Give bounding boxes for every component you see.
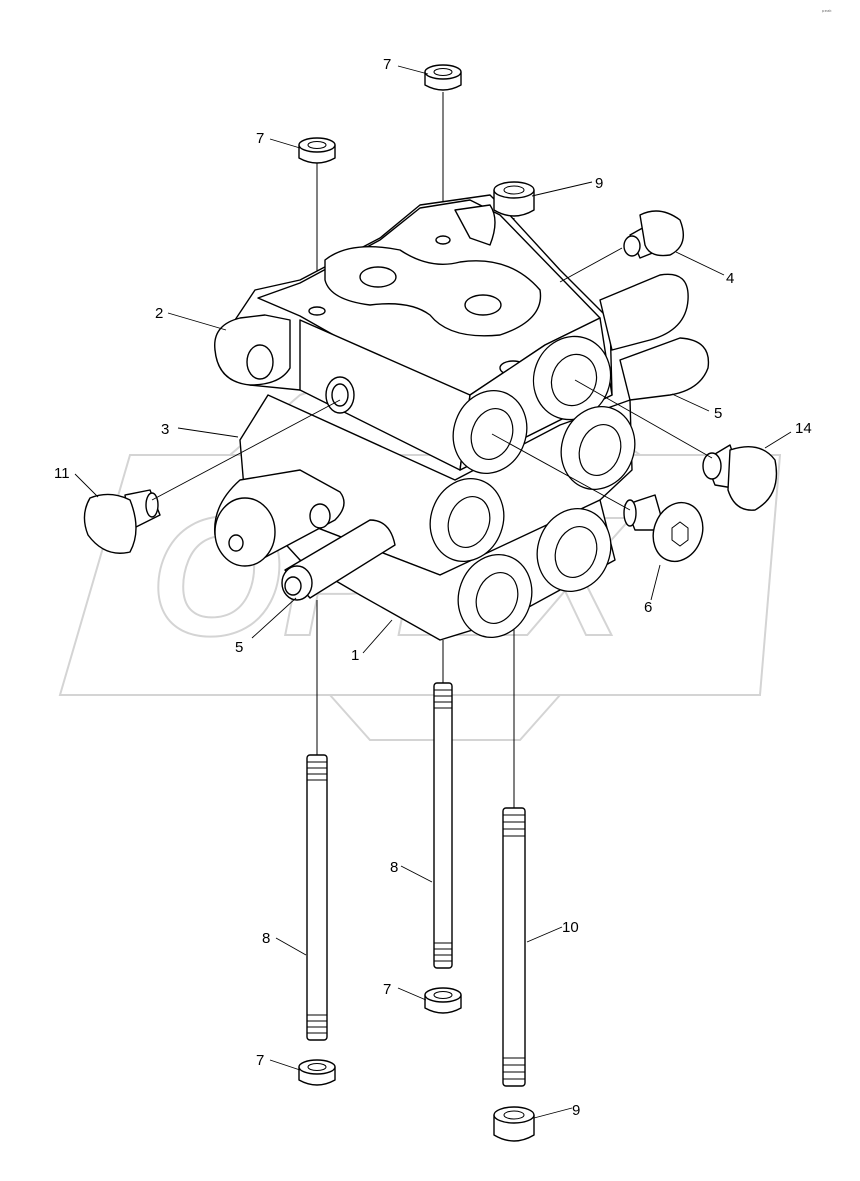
nut-9-top [493, 181, 535, 217]
cap-part-11 [83, 489, 161, 554]
label-14: 14 [795, 420, 812, 437]
label-7-bottom: 7 [256, 1052, 264, 1069]
nut-7-top [424, 64, 462, 91]
label-10: 10 [562, 919, 579, 936]
spool-end-left [214, 469, 345, 567]
cap-part-14 [702, 444, 778, 511]
nut-9-bottom [493, 1106, 535, 1142]
nut-7-bottom [298, 1059, 336, 1086]
label-6: 6 [644, 599, 652, 616]
label-11: 11 [54, 465, 70, 482]
label-3: 3 [161, 421, 169, 438]
plug-part-4 [623, 210, 684, 259]
plug-part-5-left [281, 519, 396, 601]
label-5-left: 5 [235, 639, 243, 656]
callout-labels: 7 7 9 4 2 5 3 14 11 6 5 1 8 10 8 7 7 9 [54, 56, 812, 1119]
label-7-left: 7 [256, 130, 264, 147]
label-2: 2 [155, 305, 163, 322]
stud-8-mid [433, 682, 453, 969]
label-5-right: 5 [714, 405, 722, 422]
corner-mark: ᵖᵉᵃᵏ [822, 9, 832, 16]
label-8-mid: 8 [390, 859, 398, 876]
nut-7-mid [424, 987, 462, 1014]
valve-ports [429, 335, 636, 638]
label-8-left: 8 [262, 930, 270, 947]
nut-7-left [298, 137, 336, 164]
label-4: 4 [726, 270, 734, 287]
label-9-top: 9 [595, 175, 603, 192]
label-7-top: 7 [383, 56, 391, 73]
label-1: 1 [351, 647, 359, 664]
stud-10 [502, 807, 526, 1087]
socket-screw-part-6 [623, 494, 704, 563]
stud-8-left [306, 754, 328, 1041]
label-9-bottom: 9 [572, 1102, 580, 1119]
label-7-mid: 7 [383, 981, 391, 998]
leader-lines [74, 65, 792, 1119]
